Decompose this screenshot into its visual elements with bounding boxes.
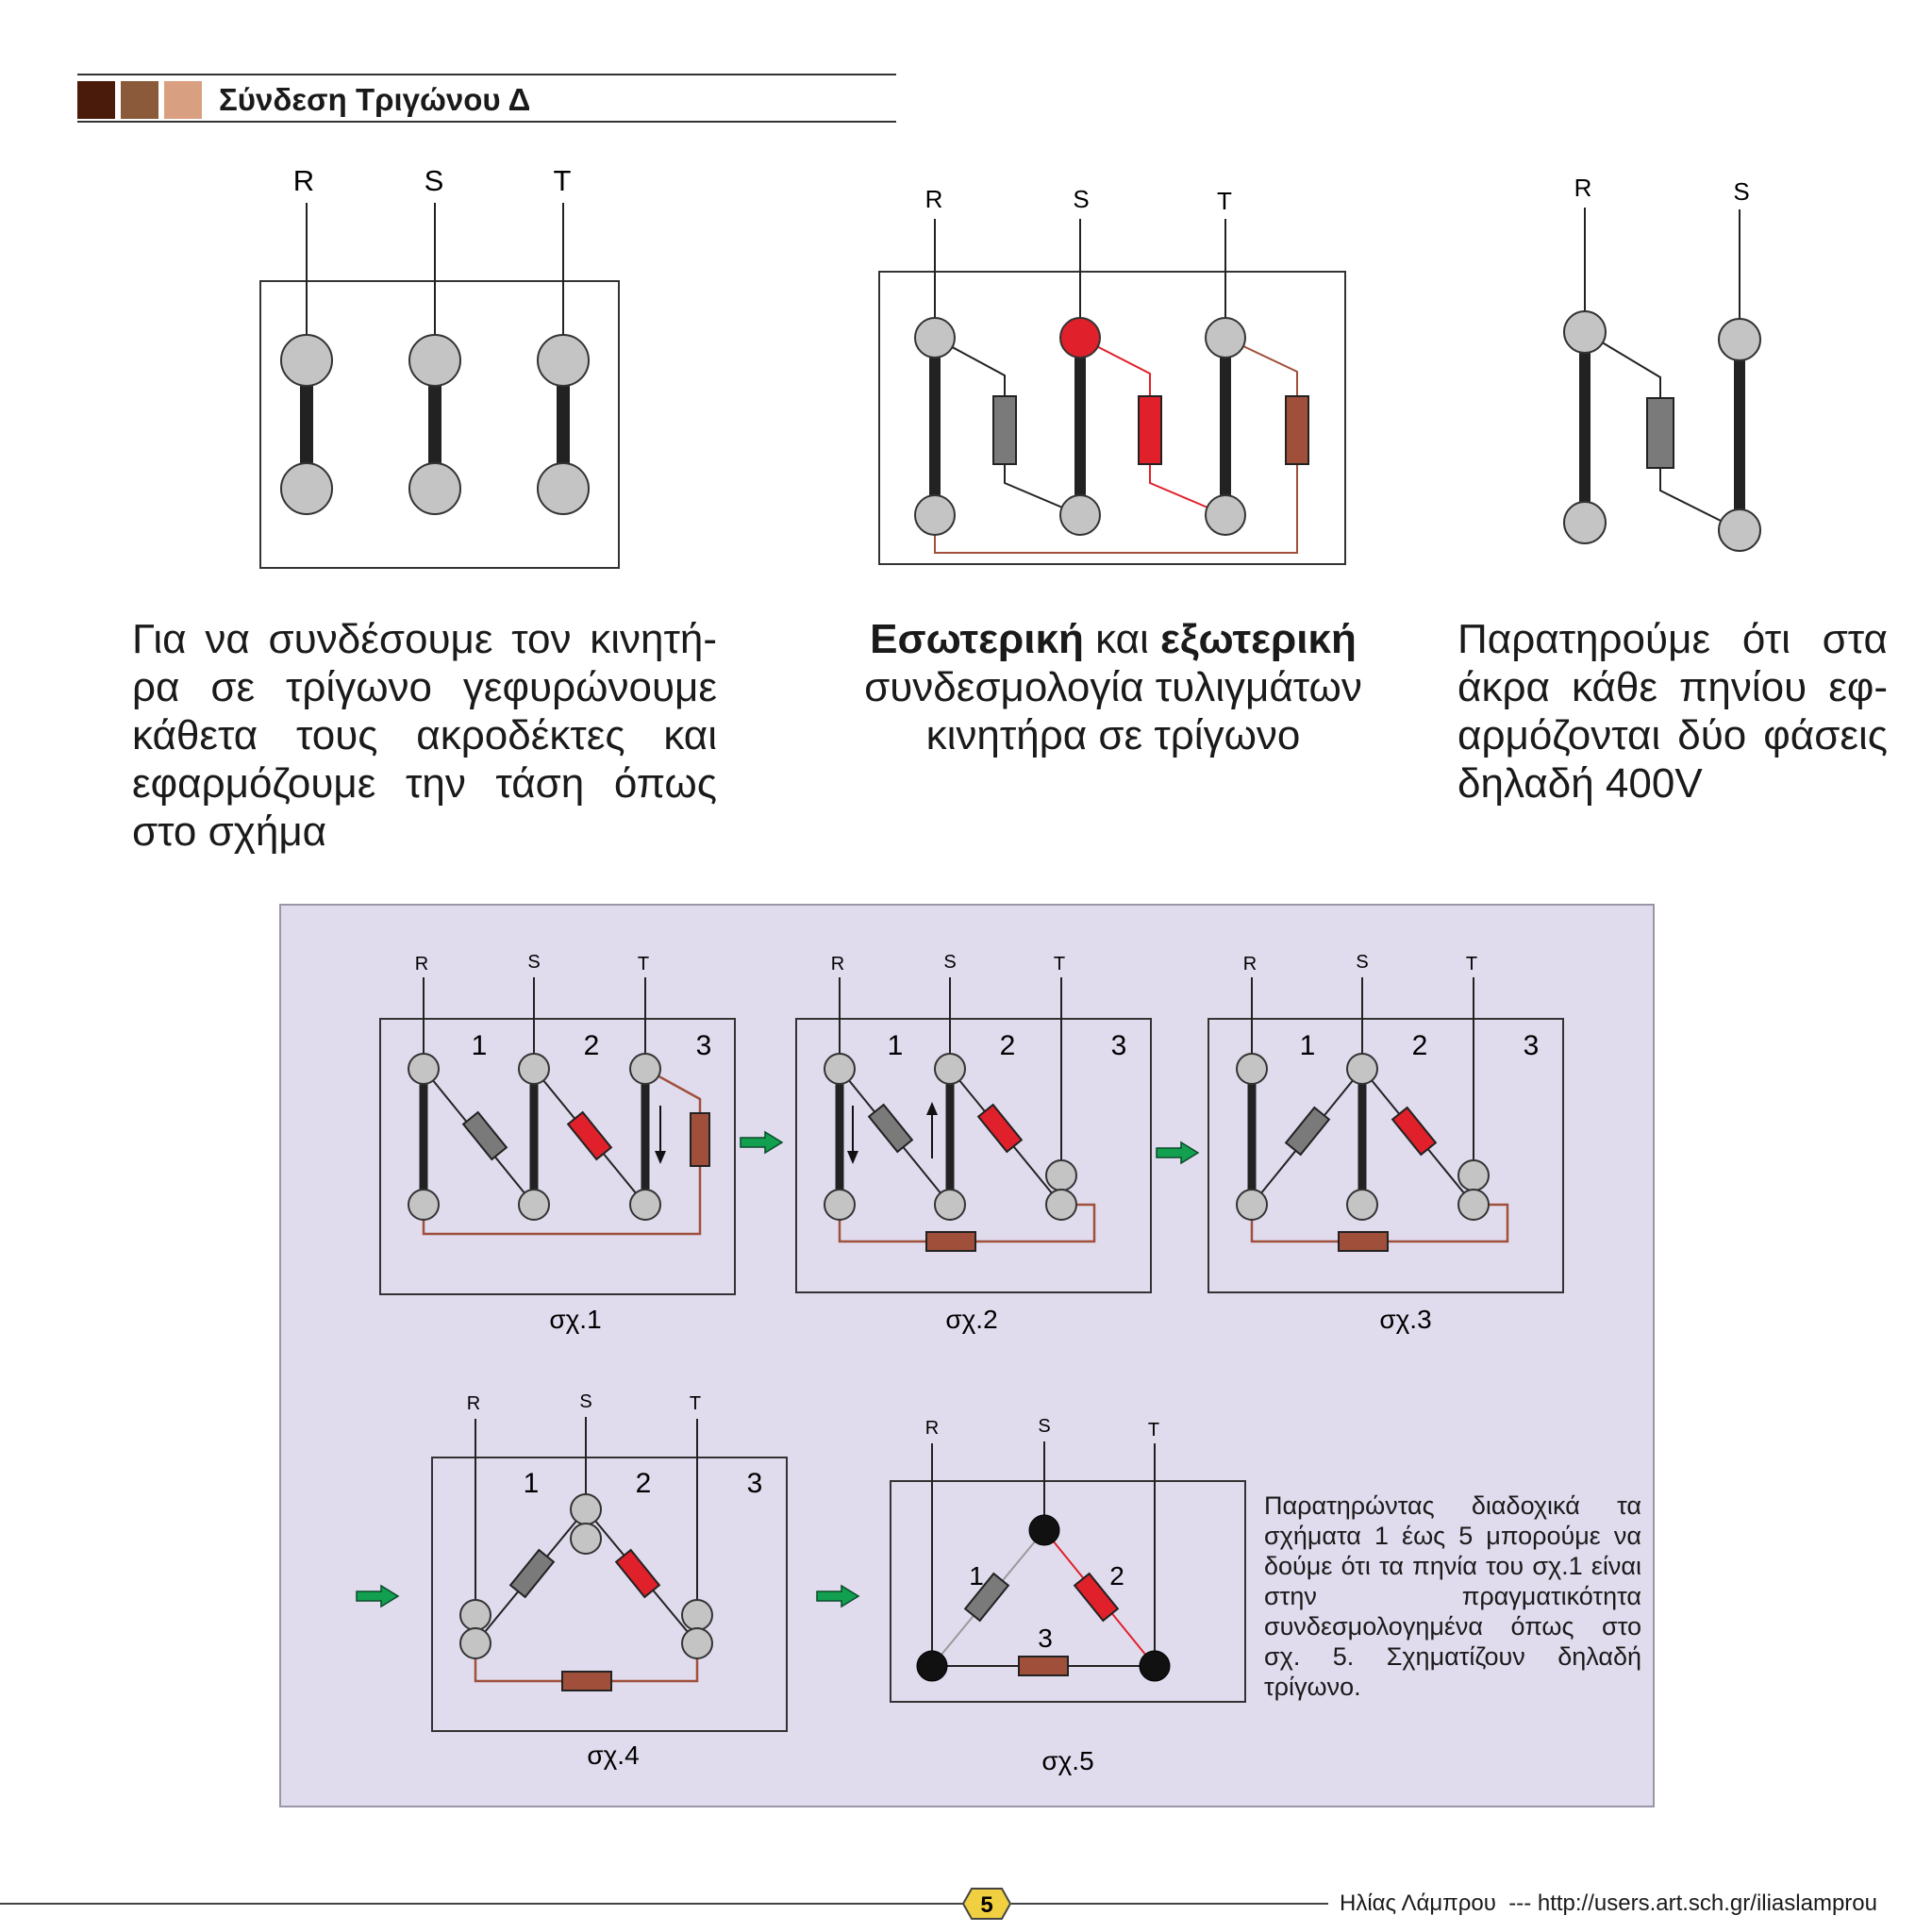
phase-label-r: R — [415, 954, 428, 974]
coil-number: 1 — [472, 1030, 488, 1061]
arrow-2-3 — [1156, 1141, 1199, 1164]
footer-rule-right — [1011, 1903, 1328, 1905]
phase-label-s: S — [943, 952, 956, 973]
phase-label-s: S — [1073, 185, 1089, 213]
diagram-bridged-terminals: R S T — [259, 164, 620, 569]
phase-label-s: S — [1356, 952, 1368, 973]
left-paragraph: Για να συνδέσουμε τον κινητή-ρα σε τρίγω… — [132, 616, 717, 855]
coil-number: 2 — [1412, 1030, 1428, 1061]
footer-author[interactable]: Ηλίας Λάμπρου --- http://users.art.sch.g… — [1340, 1890, 1877, 1916]
phase-label-r: R — [1243, 954, 1257, 974]
arrow-1-2 — [740, 1131, 783, 1154]
figure-3: R S T 1 2 3 σχ.3 — [1208, 952, 1564, 1334]
figure-1: R S T 1 2 3 σχ.1 — [379, 952, 736, 1334]
coil-number: 1 — [969, 1561, 984, 1591]
coil-number: 2 — [1000, 1030, 1016, 1061]
phase-label-r: R — [467, 1393, 480, 1414]
coil-number: 3 — [696, 1030, 712, 1061]
phase-label-t: T — [1466, 954, 1477, 974]
coil-number: 1 — [888, 1030, 904, 1061]
page-number: 5 — [980, 1892, 992, 1918]
coil-number: 1 — [524, 1468, 540, 1499]
phase-label-t: T — [1148, 1420, 1159, 1441]
figures-svg: R S T 1 2 3 σχ.1 R S T 1 2 3 — [356, 952, 1564, 1775]
phase-label-t: T — [638, 954, 649, 974]
phase-label-s: S — [425, 164, 444, 197]
caption-fig4: σχ.4 — [587, 1740, 639, 1770]
right-paragraph: Παρατηρούμε ότι στα άκρα κάθε πηνίου εφ-… — [1457, 616, 1888, 807]
footer-rule-left — [0, 1903, 964, 1905]
middle-paragraph: Εσωτερική και εξωτερική συνδεσμολογία τυ… — [830, 615, 1396, 759]
explanation-note: Παρατηρώντας διαδοχικά τα σχήματα 1 έως … — [1264, 1491, 1641, 1701]
phase-label-r: R — [293, 164, 314, 197]
phase-label-r: R — [831, 954, 844, 974]
coil-gray — [1646, 397, 1674, 469]
phase-label-s: S — [527, 952, 540, 973]
coil-number: 3 — [1038, 1624, 1053, 1653]
phase-label-r: R — [925, 185, 943, 213]
coil-number: 1 — [1300, 1030, 1316, 1061]
caption-fig2: σχ.2 — [945, 1305, 997, 1334]
figure-4: R S T 1 2 3 σχ.4 — [431, 1391, 788, 1770]
phase-label-r: R — [925, 1418, 939, 1439]
coil-number: 2 — [1109, 1561, 1124, 1591]
caption-fig3: σχ.3 — [1379, 1305, 1431, 1334]
diagram-single-coil: R S — [1563, 174, 1761, 552]
coil-red — [1138, 395, 1162, 465]
figure-2: R S T 1 2 3 σχ.2 — [795, 952, 1152, 1334]
header-top-rule — [77, 74, 896, 75]
phase-label-r: R — [1574, 174, 1592, 202]
phase-label-t: T — [554, 164, 572, 197]
figures-panel — [279, 904, 1655, 1807]
caption-fig5: σχ.5 — [1041, 1746, 1093, 1775]
diagram-internal-external: R S T — [878, 185, 1346, 565]
arrow-3-4 — [356, 1585, 399, 1607]
phase-label-s: S — [579, 1391, 591, 1412]
arrow-4-5 — [816, 1585, 859, 1607]
phase-label-s: S — [1038, 1416, 1050, 1437]
middle-connector: και — [1083, 616, 1161, 662]
coil-number: 2 — [636, 1468, 652, 1499]
header-bottom-rule — [77, 121, 896, 123]
phase-label-t: T — [1217, 187, 1232, 215]
middle-bold-external: εξωτερική — [1160, 616, 1357, 662]
caption-fig1: σχ.1 — [549, 1305, 601, 1334]
coil-number: 3 — [1524, 1030, 1540, 1061]
phase-label-t: T — [690, 1393, 701, 1414]
coil-brown — [1285, 395, 1309, 465]
page-title: Σύνδεση Τριγώνου Δ — [219, 82, 531, 117]
phase-label-t: T — [1054, 954, 1065, 974]
header-square-light — [164, 81, 202, 119]
middle-description: συνδεσμολογία τυλιγμάτων κινητήρα σε τρί… — [864, 664, 1362, 758]
header-square-mid — [121, 81, 158, 119]
page-number-badge: 5 — [962, 1888, 1011, 1920]
coil-number: 3 — [747, 1468, 763, 1499]
figure-5: R S T 1 2 3 σχ.5 — [890, 1416, 1246, 1775]
coil-gray — [992, 395, 1017, 465]
header-square-dark — [77, 81, 115, 119]
phase-label-s: S — [1733, 177, 1749, 206]
top-diagrams: R S T R S T — [259, 164, 1761, 569]
coil-number: 2 — [584, 1030, 600, 1061]
middle-bold-internal: Εσωτερική — [870, 616, 1084, 662]
coil-number: 3 — [1111, 1030, 1127, 1061]
